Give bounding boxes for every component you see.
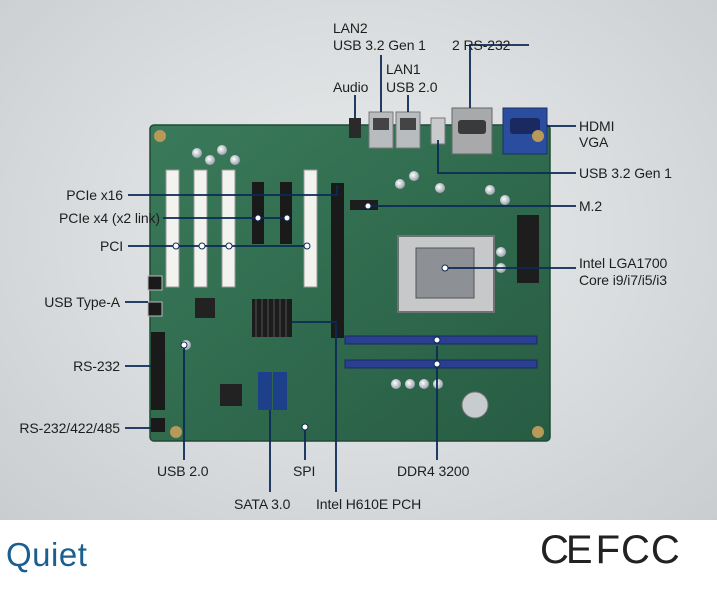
- label-sata: SATA 3.0: [234, 496, 291, 512]
- rs232-422-485-header: [151, 418, 165, 432]
- audio-jack: [349, 118, 361, 138]
- sata-connectors: [258, 372, 287, 410]
- label-pcie-x4: PCIe x4 (x2 link): [59, 210, 160, 226]
- pci-slots: [165, 169, 318, 288]
- label-rs232-422-485: RS-232/422/485: [19, 420, 120, 436]
- label-usb20-top: USB 2.0: [386, 79, 438, 95]
- label-pch: Intel H610E PCH: [316, 496, 422, 512]
- lan2-port: [368, 111, 394, 149]
- label-pcie-x16: PCIe x16: [66, 187, 123, 203]
- lan1-port: [395, 111, 421, 149]
- label-usb20-bottom: USB 2.0: [157, 463, 209, 479]
- cpu-socket: [397, 235, 495, 313]
- label-cpu-line1: Intel LGA1700: [579, 255, 668, 271]
- dimm-slots: [344, 335, 538, 369]
- label-m2: M.2: [579, 198, 603, 214]
- label-cpu-line2: Core i9/i7/i5/i3: [579, 272, 667, 288]
- label-pci: PCI: [99, 238, 123, 254]
- io-chip: [195, 298, 242, 406]
- cmos-battery: [461, 391, 489, 419]
- leader-pcie-x16: [128, 185, 338, 196]
- fcc-mark: FCC: [595, 528, 681, 572]
- cpu-heatsink-vrm: [517, 215, 539, 283]
- usb-type-a-header: [147, 275, 163, 317]
- label-vga: VGA: [579, 134, 609, 150]
- label-usb-type-a: USB Type-A: [44, 294, 120, 310]
- label-usb32gen1-right: USB 3.2 Gen 1: [579, 165, 672, 181]
- m2-slot: [350, 200, 378, 210]
- leader-pch: [292, 321, 337, 492]
- leader-dots: [172, 202, 449, 431]
- label-hdmi: HDMI: [579, 118, 615, 134]
- leader-lines: [125, 44, 576, 492]
- serial-com-port: [451, 107, 493, 155]
- leader-usb32-right: [437, 140, 576, 174]
- leader-rs232-2: [469, 44, 529, 108]
- quiet-logo: Quiet: [6, 533, 87, 577]
- label-audio: Audio: [333, 79, 369, 95]
- label-usb32gen1-top: USB 3.2 Gen 1: [333, 37, 426, 53]
- label-lan2: LAN2: [333, 20, 368, 36]
- rs232-headers: [151, 332, 165, 410]
- pcie-x16-slot: [331, 183, 344, 338]
- label-lan1: LAN1: [386, 61, 421, 77]
- label-spi: SPI: [293, 463, 316, 479]
- pcie-x4-slots: [252, 182, 292, 244]
- label-rs232: RS-232: [73, 358, 120, 374]
- pch-heatsink: [252, 299, 292, 337]
- label-rs232-2: 2 RS-232: [452, 37, 511, 53]
- motherboard-diagram: [125, 44, 576, 492]
- ce-mark: CE: [540, 528, 593, 572]
- footer: [0, 520, 717, 589]
- label-ddr4: DDR4 3200: [397, 463, 470, 479]
- quiet-logo-text: Quiet: [6, 536, 88, 573]
- certification-marks: CE FCC: [540, 528, 681, 573]
